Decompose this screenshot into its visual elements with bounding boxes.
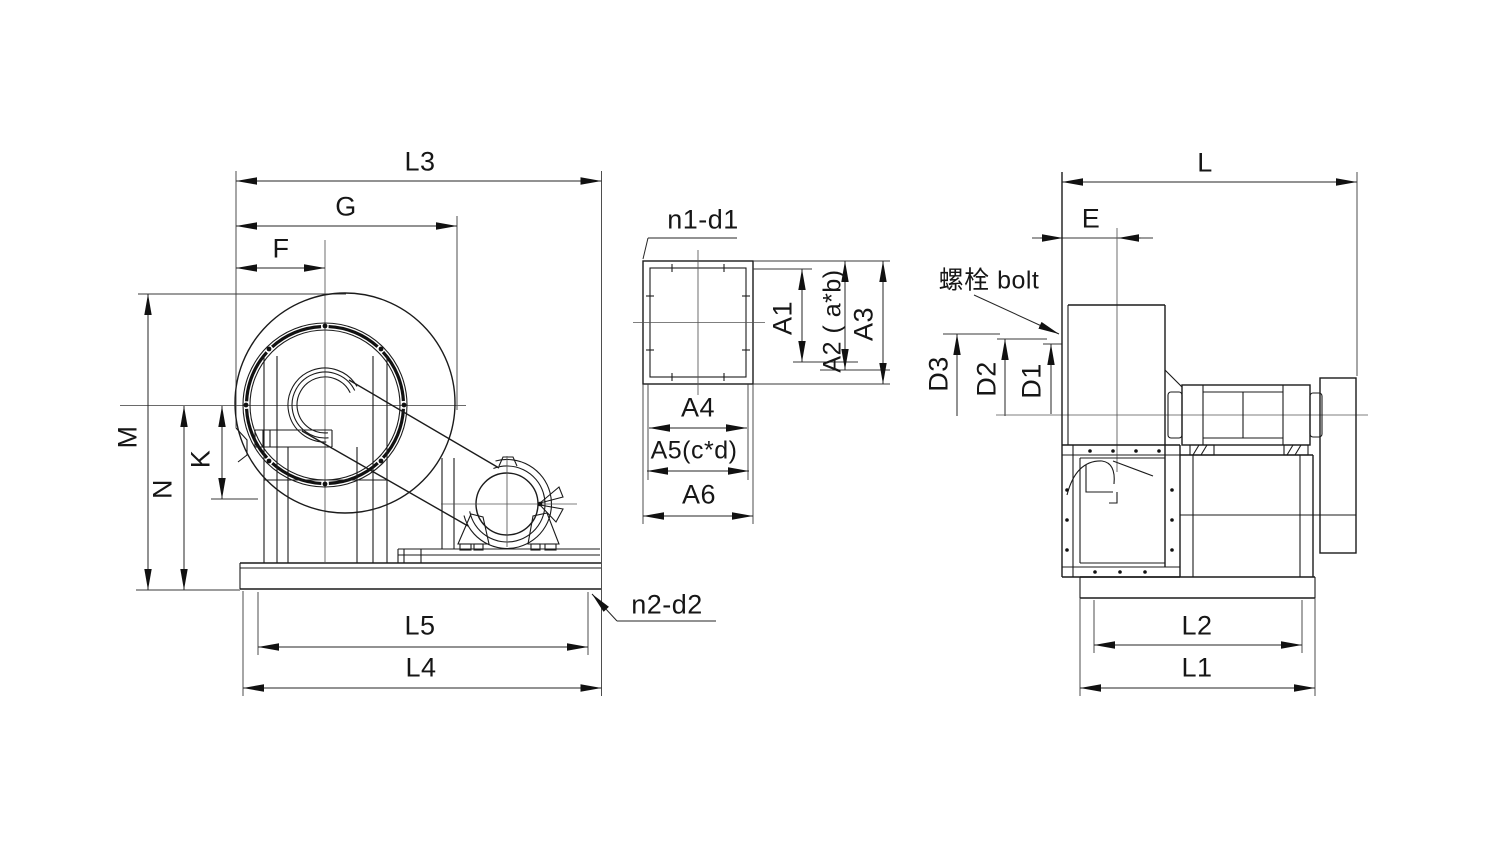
dim-label-f: F	[272, 233, 290, 264]
dim-label-l1: L1	[1181, 652, 1213, 683]
dim-label-d3: D3	[923, 356, 954, 392]
dim-label-m: M	[112, 425, 143, 449]
dim-label-a5: A5(c*d)	[650, 436, 738, 465]
dim-label-a4: A4	[680, 392, 716, 423]
dim-label-a2: A2 ( a*b)	[818, 269, 847, 373]
dim-label-l: L	[1197, 147, 1213, 178]
dim-label-l2: L2	[1181, 610, 1213, 641]
dim-label-g: G	[335, 191, 357, 222]
front-view-linework	[120, 171, 716, 696]
dim-label-a6: A6	[681, 479, 717, 510]
dim-label-a1: A1	[767, 300, 798, 336]
dim-label-l4: L4	[405, 652, 437, 683]
dim-label-d1: D1	[1016, 363, 1047, 399]
dim-label-e: E	[1081, 203, 1101, 234]
side-view-linework	[943, 172, 1368, 696]
dim-label-d2: D2	[971, 361, 1002, 397]
dim-label-l3: L3	[404, 146, 436, 177]
callout-label-n1-d1: n1-d1	[667, 204, 739, 235]
dim-label-l5: L5	[404, 610, 436, 641]
dim-label-a3: A3	[848, 306, 879, 342]
dim-label-k: K	[185, 449, 216, 469]
flange-view-linework	[633, 237, 890, 524]
callout-label-bolt: 螺栓 bolt	[938, 266, 1040, 295]
dim-label-n: N	[147, 479, 178, 499]
callout-label-n2-d2: n2-d2	[631, 589, 703, 620]
